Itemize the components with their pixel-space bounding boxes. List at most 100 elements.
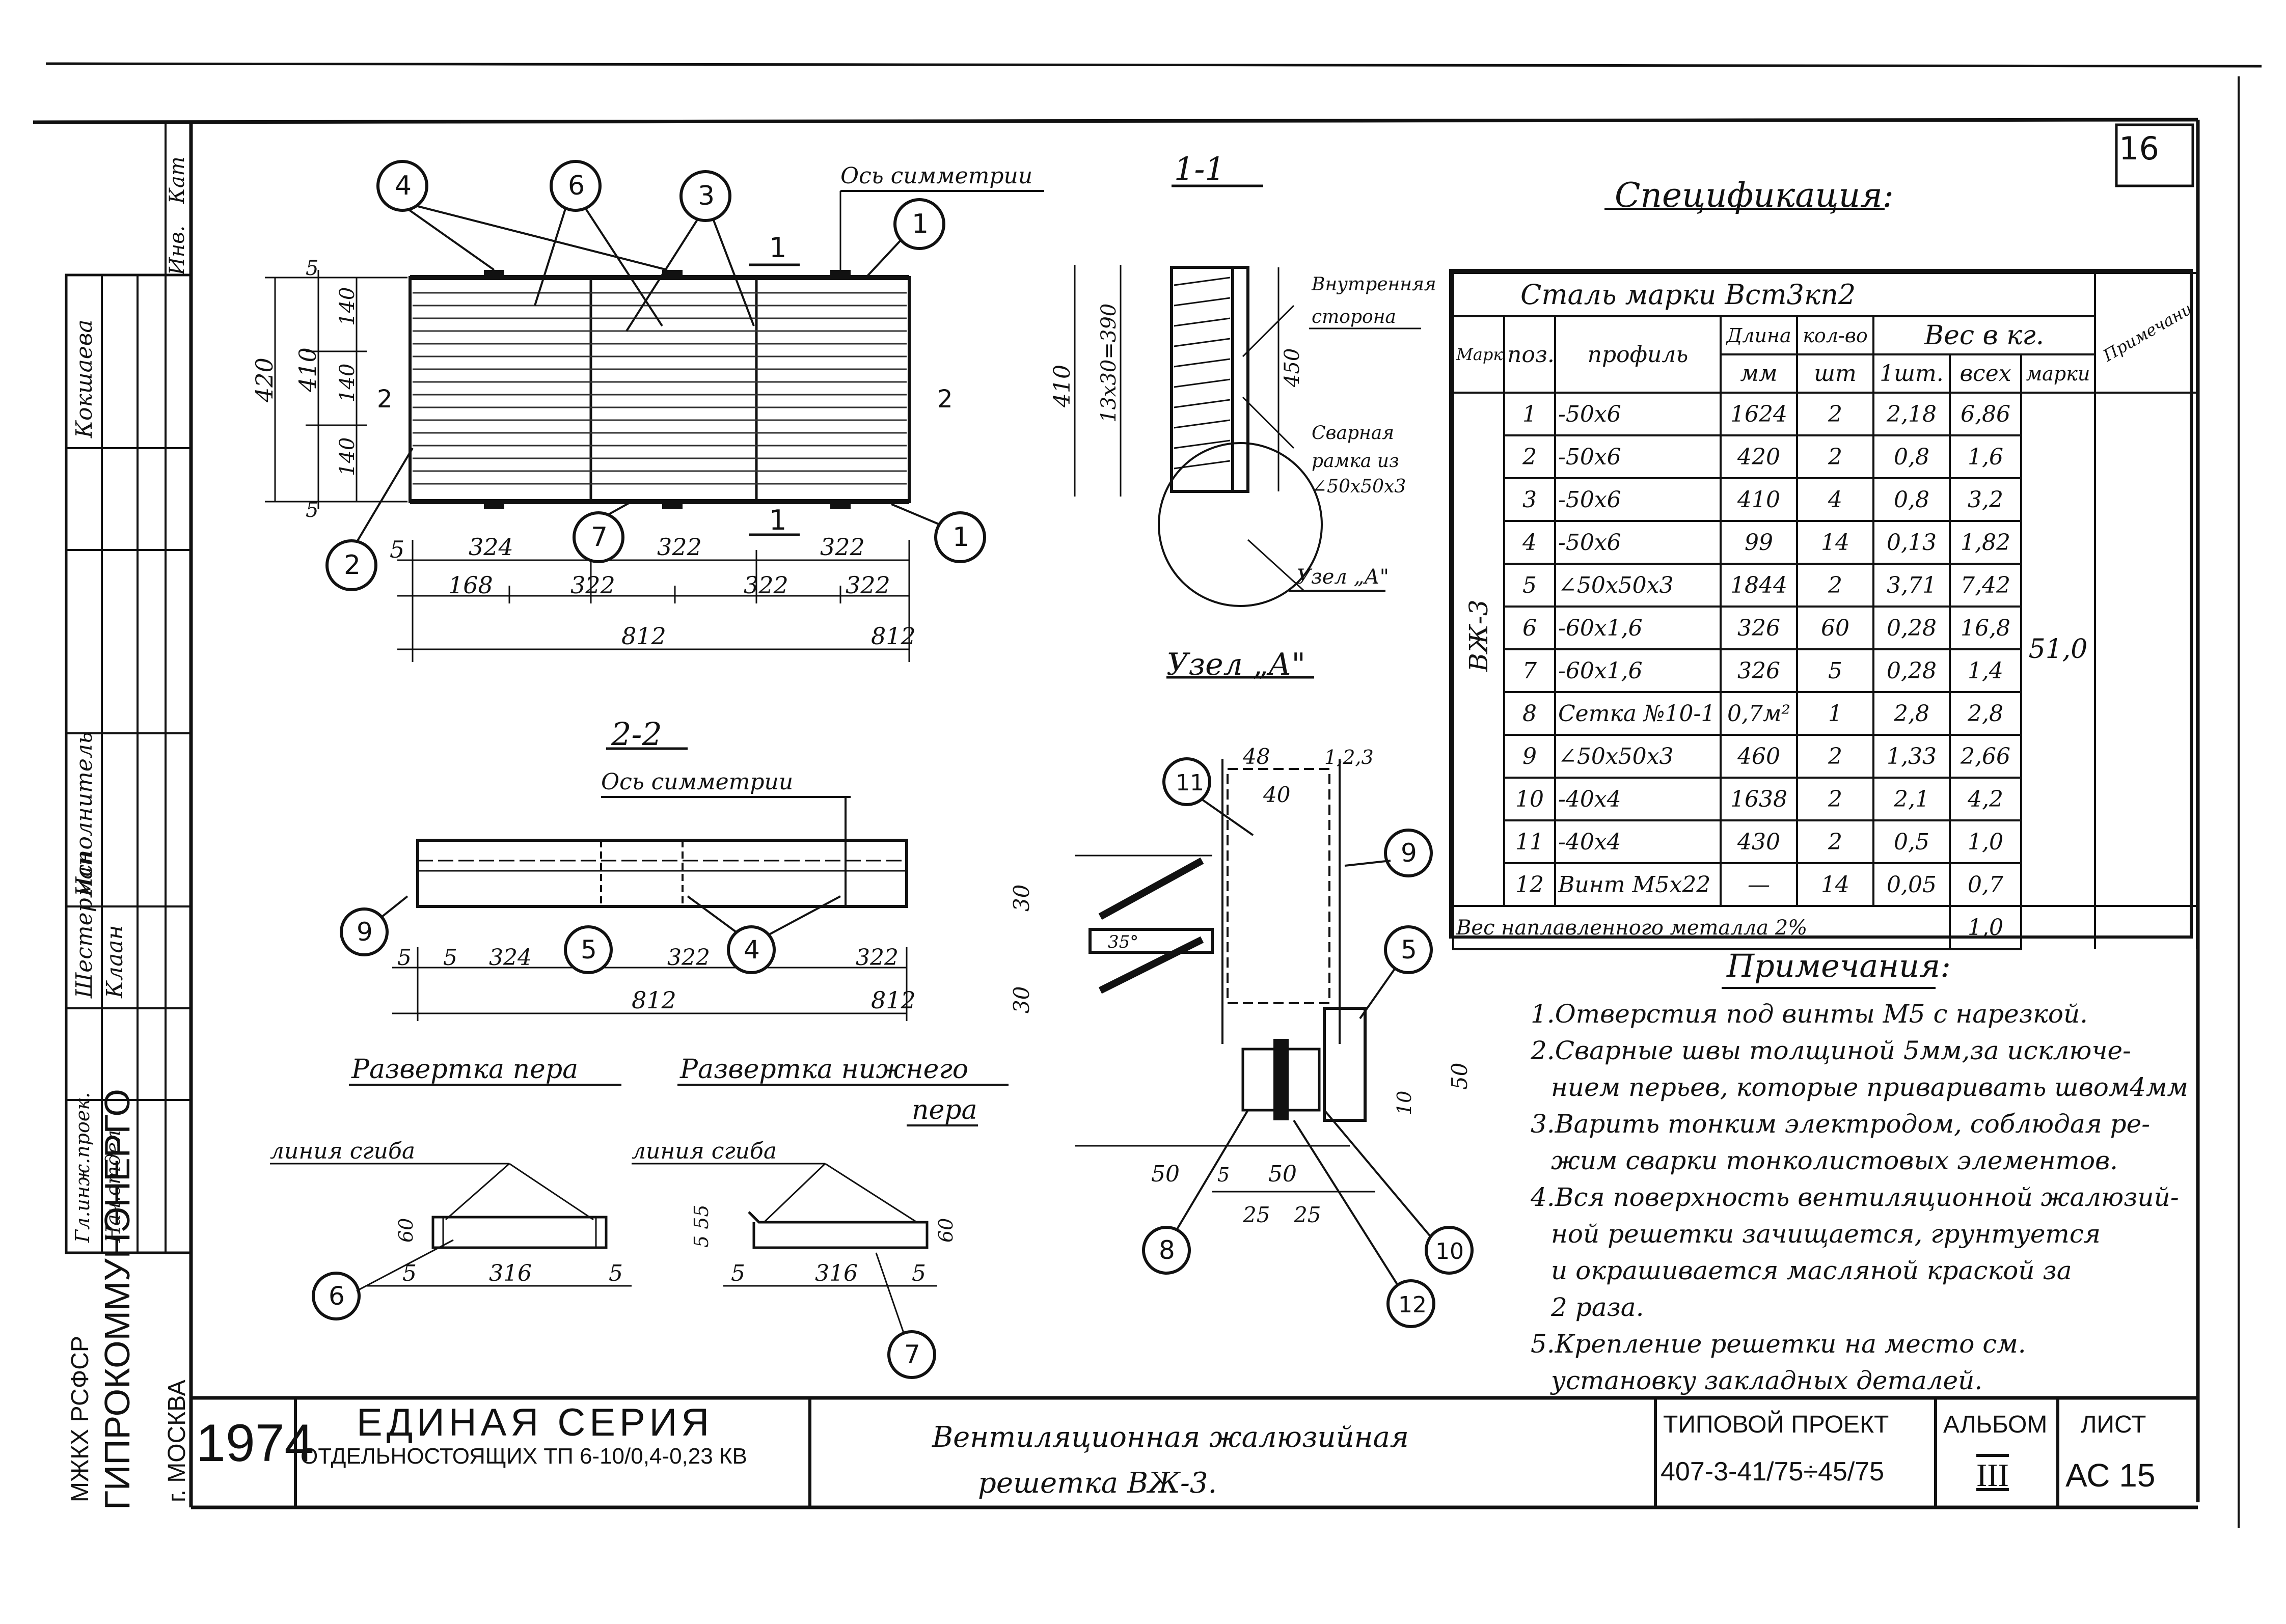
svg-text:322: 322 [846,571,890,599]
spec-cell-profile: -40х4 [1554,819,1722,864]
spec-cell-w1: 2,8 [1872,691,1951,736]
svg-text:1: 1 [953,522,969,553]
spec-cell-len: 99 [1720,520,1798,565]
spec-cell-len: 430 [1720,819,1798,864]
spec-cell-wall: 4,2 [1949,777,2022,821]
spec-cell-w1: 3,71 [1872,563,1951,608]
svg-text:812: 812 [871,986,916,1014]
spec-cell-qty: 2 [1796,434,1874,479]
spec-cell-w1: 0,28 [1872,648,1951,693]
svg-text:4: 4 [395,171,412,201]
note-line: жим сварки тонколистовых элементов. [1551,1146,2118,1175]
svg-text:5: 5 [402,1260,417,1286]
svg-text:13х30=390: 13х30=390 [1097,304,1121,423]
series-title: ЕДИНАЯ СЕРИЯ [357,1401,714,1444]
note-line: 2 раза. [1551,1292,1644,1322]
specification-table: Сталь марки Вст3кп2 Примечание Марка поз… [1449,255,2220,950]
sheet-number: 16 [2119,130,2159,167]
svg-text:1: 1 [912,209,929,239]
spec-cell-qty: 60 [1796,605,1874,650]
node-a-title: Узел „А" [1166,647,1305,682]
unfold-lower-title-1: Развертка нижнего [680,1054,969,1085]
header-length: Длина [1720,315,1798,355]
spec-cell-qty: 1 [1796,691,1874,736]
mark-weight: 51,0 [2020,392,2097,907]
spec-title: Спецификация: [1615,176,1894,215]
svg-text:50: 50 [1151,1161,1180,1187]
spec-cell-len: 1624 [1720,392,1798,436]
svg-text:5: 5 [912,1260,926,1286]
svg-text:50: 50 [1447,1063,1472,1090]
spec-cell-len: 0,7м² [1720,691,1798,736]
unfold-lower-blade: 5 55 60 5 316 5 7 [632,1084,1009,1379]
spec-cell-poz: 10 [1503,777,1556,821]
svg-text:9: 9 [1401,838,1417,868]
svg-text:10: 10 [1435,1238,1464,1264]
svg-text:5: 5 [390,536,404,563]
svg-text:60: 60 [935,1218,957,1243]
weld-frame-2: рамка из [1312,451,1399,472]
svg-text:4: 4 [744,935,760,965]
city: г. МОСКВА [164,1380,190,1502]
node-a-ref: Узел „А" [1296,565,1389,589]
spec-cell-qty: 5 [1796,648,1874,693]
spec-cell-wall: 1,0 [1949,819,2022,864]
header-qty: кол-во [1796,315,1874,355]
svg-text:140: 140 [336,287,359,326]
spec-cell-w1: 0,8 [1872,477,1951,522]
header-profile: профиль [1554,315,1722,394]
svg-text:812: 812 [871,622,916,650]
spec-cell-profile: ∠50х50х3 [1554,563,1722,608]
album-number: III [1976,1457,2009,1493]
dim-420: 420 [251,357,278,403]
org-1: МЖКХ РСФСР [67,1336,94,1502]
inner-side-1: Внутренняя [1312,274,1436,295]
section-1-1: 410 13х30=390 450 [1049,184,1421,607]
spec-cell-len: 460 [1720,734,1798,779]
svg-text:450: 450 [1281,348,1304,388]
spec-cell-wall: 1,82 [1949,520,2022,565]
svg-text:2: 2 [377,385,393,414]
axis-label-22: Ось симметрии [601,769,794,795]
svg-text:5: 5 [1217,1164,1230,1186]
drawing-name-2: решетка ВЖ-3. [978,1467,1217,1500]
weld-metal-value: 1,0 [1949,905,2022,950]
name-1: Шестерман [71,851,97,998]
svg-text:25: 25 [1242,1202,1270,1227]
svg-text:2: 2 [937,385,953,414]
spec-cell-wall: 16,8 [1949,605,2022,650]
svg-text:322: 322 [667,945,710,971]
svg-text:6: 6 [568,171,585,201]
svg-text:8: 8 [1159,1235,1175,1265]
spec-cell-w1: 2,1 [1872,777,1951,821]
svg-text:7: 7 [904,1340,920,1369]
svg-text:6: 6 [329,1281,345,1311]
extra-1: Кат [166,156,189,204]
spec-cell-w1: 0,05 [1872,862,1951,907]
header-poz: поз. [1503,315,1556,394]
series-subtitle: ОТДЕЛЬНОСТОЯЩИХ ТП 6-10/0,4-0,23 КВ [301,1444,747,1469]
spec-cell-poz: 4 [1503,520,1556,565]
bend-line-1: линия сгиба [270,1138,416,1164]
steel-grade: Сталь марки Вст3кп2 [1452,272,2097,317]
spec-cell-profile: Винт М5х22 [1554,862,1722,907]
spec-cell-len: 410 [1720,477,1798,522]
note-line: 1.Отверстия под винты М5 с нарезкой. [1531,999,2088,1029]
spec-cell-profile: -60х1,6 [1554,605,1722,650]
svg-text:322: 322 [744,571,788,599]
grille-elevation: 420 410 140 140 140 5 5 5 324 322 322 16… [251,160,1044,662]
section-1-top: 1 [769,232,786,264]
svg-text:168: 168 [448,571,493,599]
axis-label-top: Ось симметрии [840,163,1033,189]
spec-cell-wall: 3,2 [1949,477,2022,522]
spec-cell-wall: 2,66 [1949,734,2022,779]
spec-cell-wall: 0,7 [1949,862,2022,907]
spec-cell-len: — [1720,862,1798,907]
